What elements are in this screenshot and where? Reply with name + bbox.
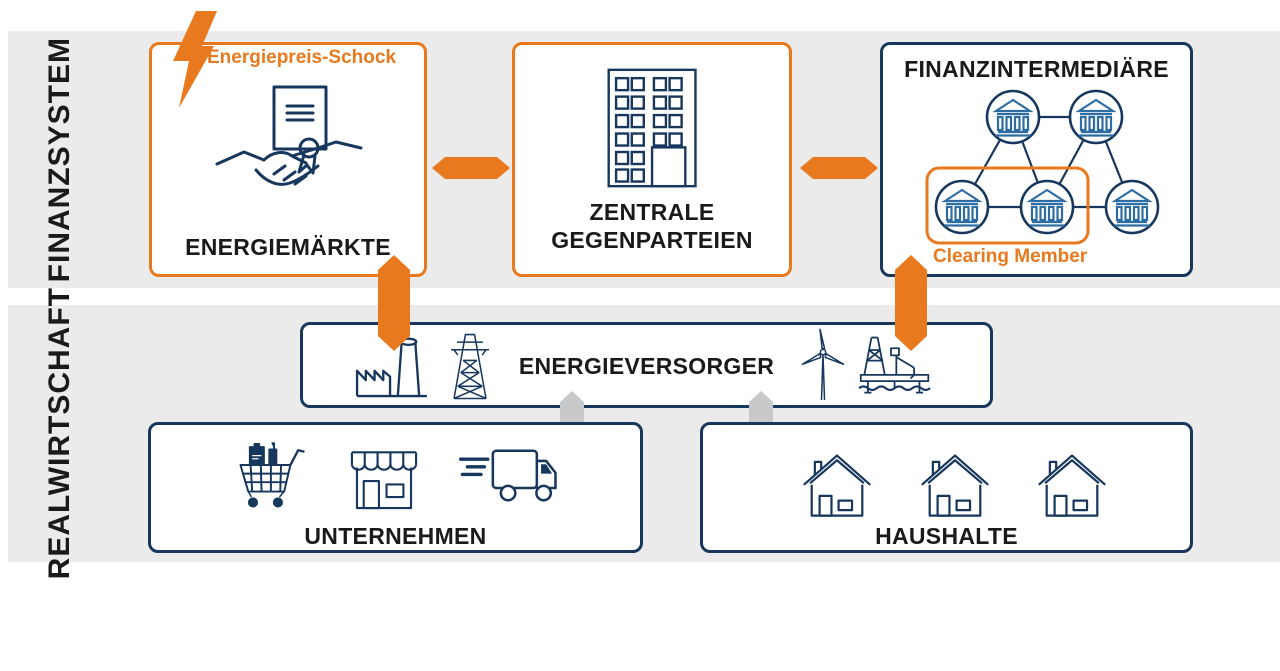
lightning-bolt-icon xyxy=(173,11,217,108)
finanzintermediaere-box xyxy=(880,42,1193,277)
clearing-member-label: Clearing Member xyxy=(933,246,1088,267)
store-icon xyxy=(350,451,418,510)
finanzintermediaere-title: FINANZINTERMEDIÄRE xyxy=(904,56,1169,82)
bank-network-icon xyxy=(925,89,1160,245)
zentrale-gegenparteien-label: ZENTRALE GEGENPARTEIEN xyxy=(551,199,753,254)
wind-turbine-icon xyxy=(801,328,845,400)
shopping-cart-icon xyxy=(239,442,305,508)
energiemaerkte-label: ENERGIEMÄRKTE xyxy=(185,234,391,260)
arrow-zentrale-finanzintermediaere xyxy=(800,157,878,179)
arrow-clearing-member-energieversorger xyxy=(895,255,927,351)
haushalte-label: HAUSHALTE xyxy=(875,523,1018,549)
realwirtschaft-band-label: REALWIRTSCHAFT xyxy=(43,287,76,580)
energieversorger-label: ENERGIEVERSORGER xyxy=(518,353,775,379)
unternehmen-label: UNTERNEHMEN xyxy=(304,523,487,549)
office-building-icon xyxy=(607,68,697,188)
contract-handshake-icon xyxy=(215,85,363,186)
clearing-member-frame xyxy=(925,166,1090,245)
energiemaerkte-box xyxy=(149,42,427,277)
oil-rig-icon xyxy=(858,336,931,394)
arrow-energiemaerkte-energieversorger xyxy=(378,255,410,351)
transmission-tower-icon xyxy=(450,333,490,400)
finanzsystem-band-label: FINANZSYSTEM xyxy=(43,36,76,283)
energiepreis-schock-label: Energiepreis-Schock xyxy=(207,47,397,68)
delivery-truck-icon xyxy=(459,449,557,502)
house-icon xyxy=(803,454,871,517)
house-icon xyxy=(921,454,989,517)
arrow-energiemaerkte-zentrale xyxy=(432,157,510,179)
energieversorger-box xyxy=(300,322,993,408)
house-icon xyxy=(1038,454,1106,517)
unternehmen-box xyxy=(148,422,643,553)
haushalte-box xyxy=(700,422,1193,553)
